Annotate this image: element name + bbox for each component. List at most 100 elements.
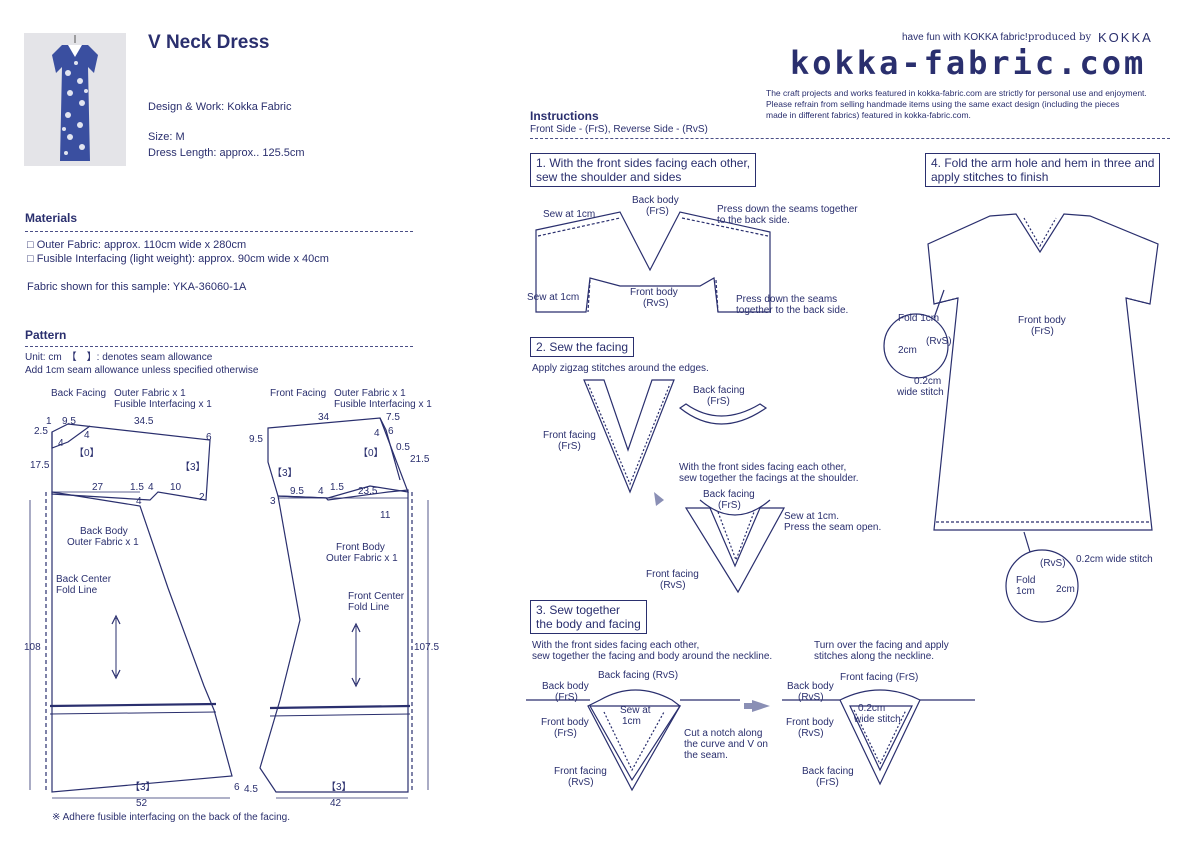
step2-note-b: sew together the facings at the shoulder… bbox=[679, 473, 859, 484]
step4-2cm: 2cm bbox=[898, 345, 917, 356]
step2-ff2: Front facing bbox=[646, 569, 699, 580]
dim-label: 6 bbox=[388, 426, 394, 437]
dim-label: 9.5 bbox=[249, 434, 263, 445]
front-fold-label: Fold Line bbox=[348, 602, 390, 613]
dim-label: 34.5 bbox=[134, 416, 154, 427]
step4-title: 4. Fold the arm hole and hem in three an… bbox=[925, 153, 1161, 187]
step3-r-fb: Front body bbox=[786, 717, 834, 728]
dim-label: 9.5 bbox=[62, 416, 76, 427]
dress-photo bbox=[24, 33, 126, 166]
step3-title-line: 3. Sew together bbox=[536, 603, 621, 617]
step2-bf2: Back facing bbox=[703, 489, 755, 500]
front-facing-label: Front Facing bbox=[270, 388, 327, 399]
dim-label: 6 bbox=[206, 432, 212, 443]
dim-label: 23.5 bbox=[358, 486, 378, 497]
step4-stitch3: 0.2cm wide stitch bbox=[1076, 554, 1153, 565]
dim-label: 21.5 bbox=[410, 454, 430, 465]
step3-r-fb-rvs: (RvS) bbox=[798, 728, 824, 739]
dim-label: 107.5 bbox=[414, 642, 439, 653]
unit-note: Unit: cm 【 】: denotes seam allowance bbox=[25, 352, 213, 363]
step1-press2b: together to the back side. bbox=[736, 305, 849, 316]
front-center-label: Front Center bbox=[348, 591, 405, 602]
dim-label: 【3】 bbox=[272, 467, 298, 479]
step1-title-line: sew the shoulder and sides bbox=[536, 170, 682, 184]
dim-label: 1.5 bbox=[130, 482, 144, 493]
step2-front-facing: Front facing bbox=[543, 430, 596, 441]
tagline: have fun with KOKKA fabric! bbox=[902, 32, 1028, 43]
materials-heading: Materials bbox=[25, 211, 78, 225]
dim-label: 4 bbox=[318, 486, 324, 497]
step4-rvs1: (RvS) bbox=[926, 336, 952, 347]
dim-label: 17.5 bbox=[30, 460, 50, 471]
step2-back-facing: Back facing bbox=[693, 385, 745, 396]
design-credit: Design & Work: Kokka Fabric bbox=[148, 101, 292, 113]
dim-label: 0.5 bbox=[396, 442, 410, 453]
step4-stitch2: wide stitch bbox=[897, 387, 944, 398]
dim-label: 【0】 bbox=[358, 447, 384, 459]
step3-ff: Front facing bbox=[554, 766, 607, 777]
step3-r-bf: Front facing (FrS) bbox=[840, 672, 919, 683]
dim-label: 【3】 bbox=[326, 781, 352, 793]
step3-fb-frs: (FrS) bbox=[554, 728, 577, 739]
step4-front-body: Front body bbox=[1018, 315, 1066, 326]
step2-ff2-rvs: (RvS) bbox=[660, 580, 686, 591]
step3-title-line: the body and facing bbox=[536, 617, 641, 631]
step3-title: 3. Sew together the body and facing bbox=[530, 600, 647, 634]
step4-fold2: Fold bbox=[1016, 575, 1036, 586]
dim-label: 2.5 bbox=[34, 426, 48, 437]
dim-label: 7.5 bbox=[386, 412, 400, 423]
step3-ff-rvs: (RvS) bbox=[568, 777, 594, 788]
step2-back-frs: (FrS) bbox=[707, 396, 730, 407]
dim-label: 3 bbox=[270, 496, 276, 507]
step2-sew-b: Press the seam open. bbox=[784, 522, 882, 533]
dim-label: 4 bbox=[148, 482, 154, 493]
instructions-divider bbox=[530, 138, 1170, 139]
back-facing-mat2: Fusible Interfacing x 1 bbox=[114, 399, 212, 410]
page-title: V Neck Dress bbox=[148, 32, 270, 53]
notice-line: Please refrain from selling handmade ite… bbox=[766, 99, 1120, 109]
materials-divider bbox=[25, 231, 413, 232]
dim-label: 4 bbox=[58, 438, 64, 449]
dim-label: 42 bbox=[330, 798, 342, 809]
notice-line: The craft projects and works featured in… bbox=[766, 88, 1147, 98]
step3-r-wide2: wide stitch bbox=[854, 714, 901, 725]
produced-by: produced by bbox=[1028, 32, 1092, 43]
step3-note-a: With the front sides facing each other, bbox=[532, 640, 700, 651]
dim-label: 4.5 bbox=[244, 784, 258, 795]
step4-fold2b: 1cm bbox=[1016, 586, 1035, 597]
material-item: □ Outer Fabric: approx. 110cm wide x 280… bbox=[27, 239, 247, 251]
step4-frs: (FrS) bbox=[1031, 326, 1054, 337]
material-item: □ Fusible Interfacing (light weight): ap… bbox=[27, 253, 329, 265]
step2-note: With the front sides facing each other, bbox=[679, 462, 847, 473]
footnote: ※ Adhere fusible interfacing on the back… bbox=[52, 812, 290, 823]
step1-rvs: (RvS) bbox=[643, 298, 669, 309]
notice-line: made in different fabrics) featured in k… bbox=[766, 110, 971, 120]
allowance-note: Add 1cm seam allowance unless specified … bbox=[25, 365, 259, 376]
step3-notch2: the curve and V on bbox=[684, 739, 768, 750]
step3-sew: Sew at bbox=[620, 705, 651, 716]
dim-label: 34 bbox=[318, 412, 330, 423]
dim-label: 4 bbox=[84, 430, 90, 441]
step2-front-frs: (FrS) bbox=[558, 441, 581, 452]
dim-label: 【0】 bbox=[74, 447, 100, 459]
front-facing-mat2: Fusible Interfacing x 1 bbox=[334, 399, 432, 410]
step1-press1b: to the back side. bbox=[717, 215, 790, 226]
step1-frs: (FrS) bbox=[646, 206, 669, 217]
front-body-mat: Outer Fabric x 1 bbox=[326, 553, 398, 564]
dim-label: 1 bbox=[46, 416, 52, 427]
back-facing-label: Back Facing bbox=[51, 388, 107, 399]
dim-label: 108 bbox=[24, 642, 41, 653]
dim-label: 1.5 bbox=[330, 482, 344, 493]
step1-sew2: Sew at 1cm bbox=[527, 292, 580, 303]
front-facing-mat1: Outer Fabric x 1 bbox=[334, 388, 406, 399]
back-body-label: Back Body bbox=[80, 526, 128, 537]
dim-label: 52 bbox=[136, 798, 148, 809]
step3-bb: Back body bbox=[542, 681, 589, 692]
step3-fb: Front body bbox=[541, 717, 589, 728]
dim-label: 9.5 bbox=[290, 486, 304, 497]
brand-name: KOKKA bbox=[1098, 30, 1153, 45]
step3-r-bb-rvs: (RvS) bbox=[798, 692, 824, 703]
dim-label: 【3】 bbox=[180, 461, 206, 473]
step2-title: 2. Sew the facing bbox=[530, 337, 635, 357]
